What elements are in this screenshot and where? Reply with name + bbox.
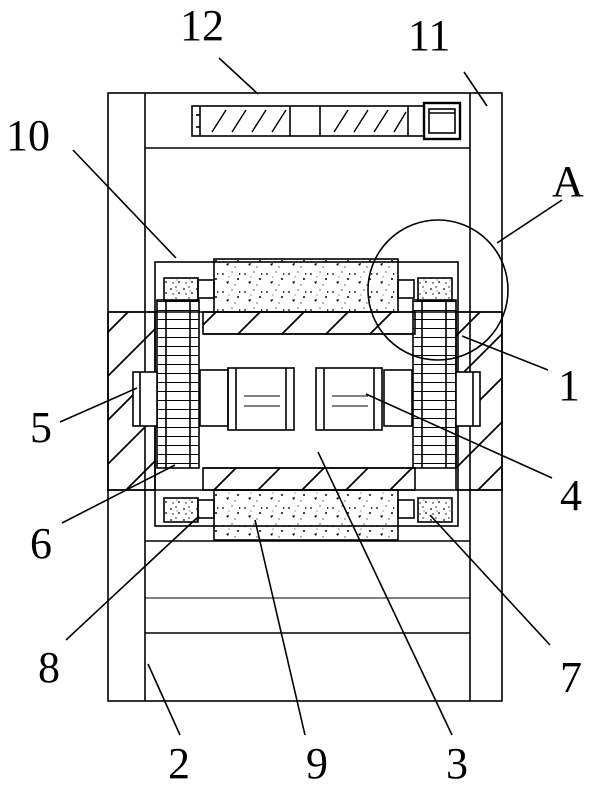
- right-gear-rack: [383, 277, 457, 523]
- label-7: 7: [560, 653, 582, 702]
- label-5: 5: [30, 403, 52, 452]
- label-8: 8: [38, 643, 60, 692]
- side-mounts: [132, 371, 481, 427]
- label-10: 10: [6, 111, 50, 160]
- speckled-blocks: [213, 258, 399, 541]
- label-4: 4: [560, 471, 582, 520]
- motors: [227, 367, 383, 431]
- label-11: 11: [408, 11, 450, 60]
- left-gear-rack: [156, 277, 229, 523]
- label-1: 1: [558, 361, 580, 410]
- label-6: 6: [30, 519, 52, 568]
- outer-frame: [107, 92, 503, 702]
- callout-labels: 12 11 10 A 1 5 4 6 8 7 2 9 3: [6, 1, 584, 788]
- label-2: 2: [168, 739, 190, 788]
- label-a: A: [552, 157, 584, 206]
- label-12: 12: [180, 1, 224, 50]
- hydraulic-rod: [191, 101, 462, 141]
- label-9: 9: [306, 739, 328, 788]
- label-3: 3: [446, 739, 468, 788]
- detail-circle-a: [367, 219, 509, 361]
- leader-lines: [59, 57, 563, 736]
